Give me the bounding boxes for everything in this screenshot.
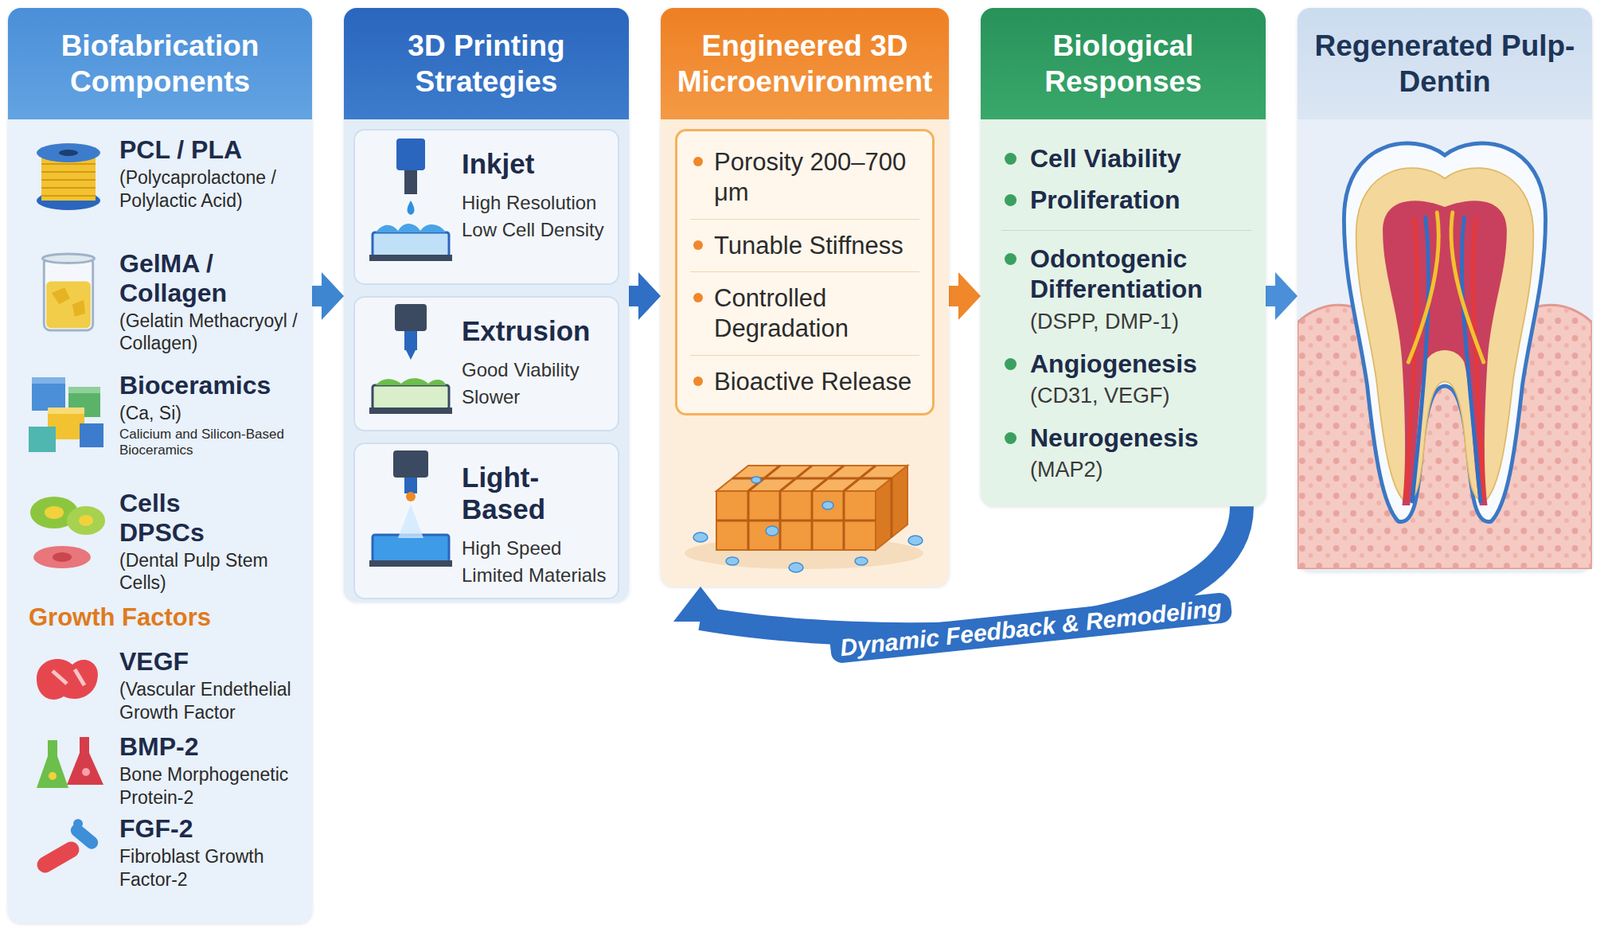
node-text: (Gelatin Methacryoyl / Collagen) [119, 309, 309, 356]
item-box: Bioceramics(Ca, Si)Calicium and Silicon-… [7, 370, 313, 459]
node-text: Tunable Stiffness [690, 219, 920, 274]
vegf-icon [28, 647, 109, 719]
node-text: (Ca, Si) [119, 401, 309, 426]
node-text: Inkjet [461, 148, 613, 180]
node-text: High Resolution [461, 189, 613, 217]
node-text: FGF-2 [119, 814, 309, 844]
node-text: (Vascular Endethelial Growth Factor [119, 678, 309, 725]
node-text: Slower [461, 383, 613, 411]
beaker-icon [30, 249, 107, 337]
column-heading: 3D Printing Strategies [343, 7, 629, 120]
stem-cell-icon [23, 488, 112, 577]
panel-body: Cell ViabilityProliferationOdontogenic D… [980, 119, 1266, 507]
card-box: InkjetHigh ResolutionLow Cell Density [353, 128, 620, 285]
node-text: PCL / PLA [119, 135, 309, 165]
item-box: PCL / PLA(Polycaprolactone / Polylactic … [7, 135, 313, 212]
node-text: Cells [119, 488, 309, 519]
node-text: (Dental Pulp Stem Cells) [119, 549, 309, 596]
card-box: Light-BasedHigh SpeedLimited Materials [353, 442, 620, 600]
node-text: Bioactive Release [690, 355, 920, 409]
column-heading: Biofabrication Components [7, 7, 313, 120]
column-heading: Engineered 3D Microenvironment [660, 7, 949, 120]
light-printer-icon [366, 448, 456, 577]
filament-spool-icon [27, 135, 110, 215]
bmp2-icon [30, 732, 110, 804]
node-text: Bioceramics [119, 370, 309, 401]
column-panel: Biofabrication Components PCL / PLA(Poly… [7, 7, 313, 924]
column-panel: 3D Printing Strategies InkjetHigh Resolu… [343, 7, 629, 602]
item-box: CellsDPSCs(Dental Pulp Stem Cells) [7, 488, 313, 595]
node-text: VEGF [119, 647, 309, 677]
item-box: BMP-2Bone Morphogenetic Protein-2 [7, 732, 313, 809]
node-text: (DSPP, DMP-1) [1001, 309, 1252, 343]
node-text: Bone Morphogenetic Protein-2 [119, 763, 309, 810]
node-text: (MAP2) [1001, 457, 1252, 491]
extrusion-printer-icon [366, 302, 456, 422]
node-text: Cell Viability [1001, 136, 1252, 179]
node-text: Controlled Degradation [690, 272, 920, 356]
node-text: (Polycaprolactone / Polylactic Acid) [119, 166, 309, 213]
inkjet-printer-icon [366, 135, 456, 271]
node-text: DPSCs [119, 518, 309, 548]
node-text: Proliferation [1001, 178, 1252, 231]
node-text: BMP-2 [119, 732, 309, 762]
node-text: Porosity 200–700 μm [690, 136, 920, 220]
group-heading: Growth Factors [28, 603, 211, 633]
node-text: Fibroblast Growth Factor-2 [119, 845, 309, 892]
connector-arrow [312, 272, 344, 320]
card-box: ExtrusionGood ViabilitySlower [353, 296, 620, 432]
node-text: Angiogenesis [1001, 342, 1252, 384]
connector-arrow [1265, 272, 1298, 320]
column-heading: Regenerated Pulp-Dentin [1297, 7, 1593, 120]
connector-arrow [948, 272, 981, 320]
node-text: Extrusion [461, 315, 613, 348]
column-panel: Engineered 3D MicroenvironmentPorosity 2… [660, 7, 949, 587]
connector-arrow [628, 272, 661, 320]
fgf2-icon [30, 814, 110, 886]
node-text: Neurogenesis [1001, 416, 1252, 458]
connector-label: Dynamic Feedback & Remodeling [828, 592, 1233, 665]
bioceramic-blocks-icon [23, 370, 112, 459]
node-text: (CD31, VEGF) [1001, 383, 1252, 417]
tooth-illustration [1297, 123, 1593, 570]
connector-arrow [673, 586, 728, 622]
inner-box: Porosity 200–700 μmTunable StiffnessCont… [675, 128, 935, 416]
node-text: Low Cell Density [461, 216, 613, 244]
column-panel: Regenerated Pulp-Dentin [1297, 7, 1593, 572]
node-text: GelMA / Collagen [119, 249, 309, 309]
node-text: Odontogenic Differentiation [1001, 237, 1252, 310]
node-text: Good Viability [461, 356, 613, 384]
item-box: GelMA / Collagen(Gelatin Methacryoyl / C… [7, 249, 313, 356]
column-panel: Biological ResponsesCell ViabilityProlif… [980, 7, 1266, 507]
scaffold-illustration [676, 441, 933, 578]
column-heading: Biological Responses [980, 7, 1266, 120]
node-text: Limited Materials [461, 561, 613, 590]
node-text: Light-Based [461, 461, 613, 526]
item-box: VEGF(Vascular Endethelial Growth Factor [7, 647, 313, 724]
node-text: Calicium and Silicon-Based Bioceramics [119, 426, 309, 460]
item-box: FGF-2Fibroblast Growth Factor-2 [7, 814, 313, 891]
node-text: High Speed [461, 534, 613, 562]
